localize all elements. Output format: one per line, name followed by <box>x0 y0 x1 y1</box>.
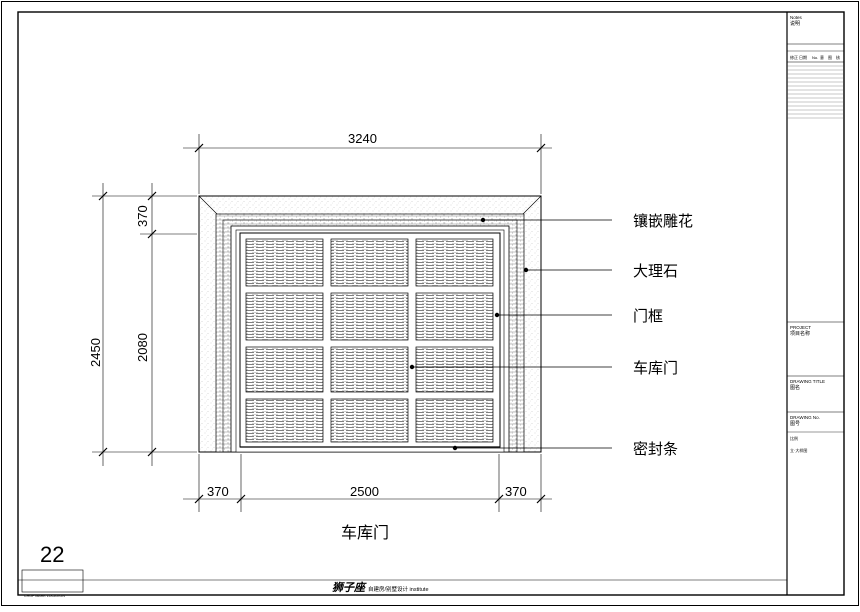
dim-label-door-width: 2500 <box>350 484 379 499</box>
title-block: Notes 说明 修正 日期 No. 意 图 核 <box>786 12 844 595</box>
door-panel <box>330 398 409 443</box>
callout-label-door-frame: 门框 <box>633 308 663 325</box>
drawing-no-label-en: DRAWING No. <box>790 415 820 420</box>
callout-label-garage-door: 车库门 <box>633 360 678 377</box>
callout-label-carved-inlay: 镶嵌雕花 <box>633 212 693 230</box>
drawing-no-label-cn: 图号 <box>790 421 800 427</box>
rev-header-3: 意 <box>820 54 824 60</box>
rev-header-4: 图 <box>828 54 832 60</box>
rev-header-2: No. <box>812 55 818 60</box>
rev-header-5: 核 <box>836 54 840 60</box>
dim-bottom-widths <box>183 454 552 512</box>
callouts: 镶嵌雕花 大理石 门框 车库门 密封条 <box>409 212 693 458</box>
callout-label-marble: 大理石 <box>633 263 678 280</box>
notes-cn: 说明 <box>790 20 800 27</box>
sheet-number: 22 <box>40 542 64 567</box>
door-panels <box>245 238 494 443</box>
dim-inner-heights <box>140 183 197 466</box>
notes-en: Notes <box>790 15 803 20</box>
dim-overall-width <box>183 134 552 194</box>
chop-mark-box <box>21 569 84 593</box>
footer: 狮子座 自建房/别墅设计 institute CHOP MARK LOCATIO… <box>18 542 787 598</box>
drawing-title-label-en: DRAWING TITLE <box>790 379 825 384</box>
scale-label: 比例 <box>790 435 798 441</box>
dim-label-right-side: 370 <box>505 484 527 499</box>
drawing-title-label-cn: 图名 <box>790 384 800 391</box>
dim-label-top-band: 370 <box>135 205 150 227</box>
door-panel <box>415 346 494 393</box>
brand-subtitle: 自建房/别墅设计 institute <box>368 585 429 593</box>
door-panel <box>330 292 409 341</box>
door-panel <box>415 398 494 443</box>
drawing-caption: 车库门 <box>341 524 389 542</box>
dim-label-door-height: 2080 <box>135 333 150 362</box>
rev-header-1: 日期 <box>799 54 807 60</box>
dim-label-overall-height: 2450 <box>88 338 103 367</box>
door-panel <box>415 238 494 287</box>
callout-label-seal-strip: 密封条 <box>633 441 678 458</box>
callout-seal-strip: 密封条 <box>452 441 678 458</box>
door-panel <box>245 292 324 341</box>
dim-label-overall-width: 3240 <box>348 131 377 146</box>
scale-value: 立·大样图 <box>790 447 807 453</box>
callout-carved-inlay: 镶嵌雕花 <box>480 212 693 230</box>
door-panel <box>415 292 494 341</box>
revision-table: 修正 日期 No. 意 图 核 <box>787 50 844 119</box>
brand-logo-text: 狮子座 <box>332 581 367 594</box>
callout-door-frame: 门框 <box>494 308 663 325</box>
callout-garage-door: 车库门 <box>409 360 678 377</box>
garage-door-elevation <box>198 195 542 453</box>
door-panel <box>330 346 409 393</box>
project-label-cn: 项目名称 <box>790 330 810 337</box>
dimension-labels: 3240 2450 370 2080 370 2500 370 <box>88 131 527 499</box>
project-label-en: PROJECT <box>790 325 811 330</box>
rev-header-0: 修正 <box>790 54 798 60</box>
dimension-lines <box>92 134 552 512</box>
chop-mark-label: CHOP MARK LOCATION <box>24 594 65 598</box>
dim-label-left-side: 370 <box>207 484 229 499</box>
sheet-inner-border <box>17 11 845 596</box>
door-panel <box>245 398 324 443</box>
callout-marble: 大理石 <box>523 263 678 280</box>
door-panel <box>245 346 324 393</box>
door-panel <box>245 238 324 287</box>
dim-overall-height <box>92 183 197 466</box>
door-panel <box>330 238 409 287</box>
